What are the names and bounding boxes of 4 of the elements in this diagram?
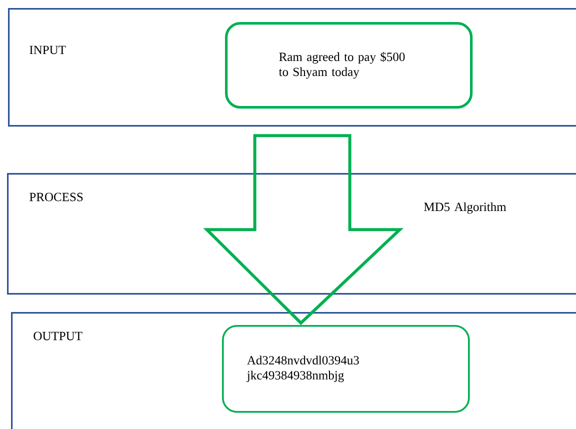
text-box: Ad3248nvdvdl0394u3 jkc49384938nmbjg [222, 325, 470, 413]
block-arrow [203, 134, 404, 326]
text-box: Ram agreed to pay $500 to Shyam today [225, 22, 473, 109]
band: PROCESS MD5 Algorithm [7, 173, 576, 295]
